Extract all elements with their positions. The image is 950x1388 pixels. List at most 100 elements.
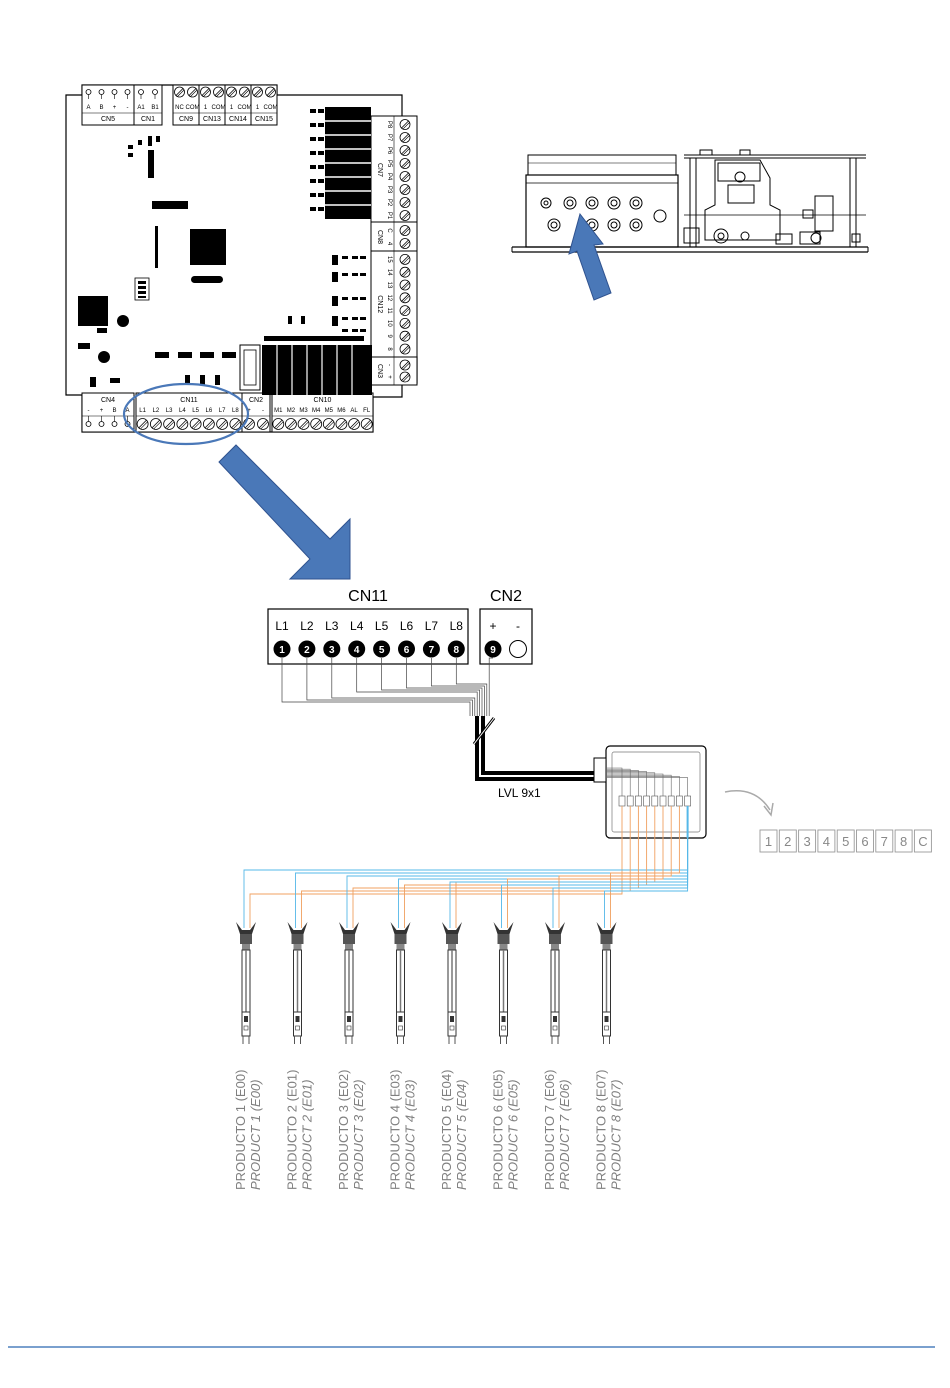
probe-caption-es: PRODUCTO 6 (E05) [491,1070,506,1190]
connector-cn2: CN2+- [241,392,271,433]
probe-caption: PRODUCTO 4 (E03)PRODUCT 4 (E03) [388,1070,418,1190]
detail-wire [455,658,488,716]
pin-label: + [113,105,117,111]
screw-terminal-icon [399,305,411,317]
junction-terminal-icon [643,795,650,807]
pin-label: + [100,408,104,414]
detail-wire [381,658,480,716]
pin-label: P1 [386,212,392,220]
junction-terminal-icon [676,795,683,807]
pin-label: 8 [386,347,392,351]
junction-terminal-icon [659,795,667,807]
terminal-strip-label: 1 [765,834,772,849]
pin-label: P4 [386,173,392,181]
pin-label: B [99,105,103,111]
board-components [78,136,305,387]
relay-separators [325,120,371,206]
detail-pin-label: L7 [425,619,439,633]
pin-label: AL [350,408,358,414]
connector-label: CN9 [179,116,193,123]
probe-caption: PRODUCTO 2 (E01)PRODUCT 2 (E01) [285,1070,315,1190]
screw-terminal-icon [297,418,310,430]
pin-label: FL [363,408,371,414]
level-probe-icon [442,922,462,1044]
probe-caption-es: PRODUCTO 4 (E03) [388,1070,403,1190]
terminal-strip-cell: 6 [856,829,874,853]
probe-caption-en: PRODUCT 3 (E02) [351,1079,366,1190]
screw-terminal-icon [265,86,276,98]
detail-pin-number: 7 [429,645,435,656]
junction-terminal-icon [618,795,626,807]
screw-terminal-icon [176,418,189,430]
screw-terminal-icon [200,86,211,98]
detail-pin-label: L3 [325,619,339,633]
connector-label: CN2 [249,397,263,404]
screw-terminal-icon [360,418,373,430]
detail-pin-l5: L55 [373,619,391,658]
pin-label: B1 [151,105,159,111]
screw-terminal-icon [399,119,411,130]
connector-label: CN13 [203,116,221,123]
pin-label: P6 [386,147,392,155]
detail-pin-label: L4 [350,619,364,633]
pin-label: L8 [232,408,239,414]
probe-caption-en: PRODUCT 4 (E03) [403,1079,418,1190]
probe-signal-wire [249,838,623,928]
detail-pin-number: 6 [404,645,410,656]
pin-label: P5 [386,160,392,168]
level-probe-icon [287,922,308,1044]
cable-gland [593,757,607,783]
pin-label: A1 [137,105,145,111]
junction-wires [606,767,691,838]
pin-label: L3 [166,408,173,414]
probe-caption-es: PRODUCTO 8 (E07) [594,1070,609,1190]
screw-terminal-icon [149,418,162,430]
screw-terminal-icon [399,197,411,208]
pin-label: A [86,105,90,111]
connector-label: CN7 [376,163,383,177]
cable-label: LVL 9x1 [498,786,541,800]
screw-terminal-icon [335,418,348,430]
detail-pin-number: 4 [354,645,360,656]
cn11-highlight-ellipse [122,382,250,446]
probe-common-wire [552,838,689,928]
screw-terminal-icon [348,418,360,430]
level-probe-icon [596,922,617,1044]
probe-caption-es: PRODUCTO 2 (E01) [285,1070,300,1190]
detail-pin-l6: L66 [398,619,415,658]
pin-label: COM [238,105,252,111]
detail-pin-l3: L33 [323,619,341,658]
pin-label: M2 [287,408,296,414]
pin-label: C [386,228,392,233]
detail-wire [431,658,485,716]
detail-pin-number: 2 [304,645,310,656]
screw-terminal-icon [399,343,411,355]
screw-terminal-icon [399,371,411,383]
level-probe-icon [339,922,359,1044]
pin-label: M3 [299,408,308,414]
screw-terminal-icon [399,253,411,265]
screw-terminal-icon [136,418,149,430]
pin-label: M1 [274,408,283,414]
detail-pin-l4: L4 4 [348,619,366,658]
screw-terminal-icon [239,86,250,98]
screw-terminal-icon [174,86,185,98]
probe-common-wire [243,838,689,928]
screw-terminal-icon [187,86,198,98]
detail-pin-label: L5 [375,619,389,633]
pin-label: P3 [386,186,392,194]
probe-common-wire [295,838,689,928]
relay-block-bottom [239,336,372,395]
pin-label: A [125,408,129,414]
screw-terminal-icon [285,418,297,430]
probe-common-wire [398,838,689,928]
pin-label: L4 [179,408,186,414]
probe-signal-wire [507,838,664,928]
